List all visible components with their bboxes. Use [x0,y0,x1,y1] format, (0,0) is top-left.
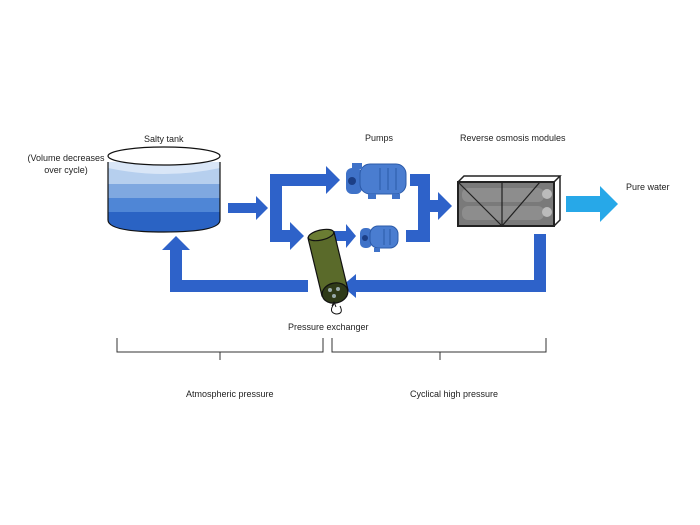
flow-arrow-tank-out [228,196,268,220]
pump-large-icon [346,163,407,199]
brace-atmospheric [116,338,324,360]
flow-arrow-tank-return [162,236,308,292]
flow-arrow-split [270,166,340,250]
label-pumps: Pumps [365,133,394,143]
brace-high-pressure [331,338,547,360]
label-ro-modules: Reverse osmosis modules [460,133,566,143]
label-atmospheric-pressure: Atmospheric pressure [186,389,274,399]
ro-module [457,175,562,227]
flow-arrow-px-to-pump [334,224,356,248]
label-cyclical-high-pressure: Cyclical high pressure [410,389,499,399]
salty-tank [107,146,221,233]
label-pure-water: Pure water [626,182,670,192]
pure-water-arrow [566,186,618,222]
pump-small-icon [360,225,399,252]
label-volume-note-2: over cycle) [44,165,88,175]
flow-arrow-merge [406,174,452,242]
rotation-icon [330,303,342,315]
flow-arrow-brine-return [342,234,546,298]
label-pressure-exchanger: Pressure exchanger [288,322,369,332]
pressure-exchanger [307,228,349,315]
label-salty-tank: Salty tank [144,134,184,144]
label-volume-note-1: (Volume decreases [27,153,105,163]
